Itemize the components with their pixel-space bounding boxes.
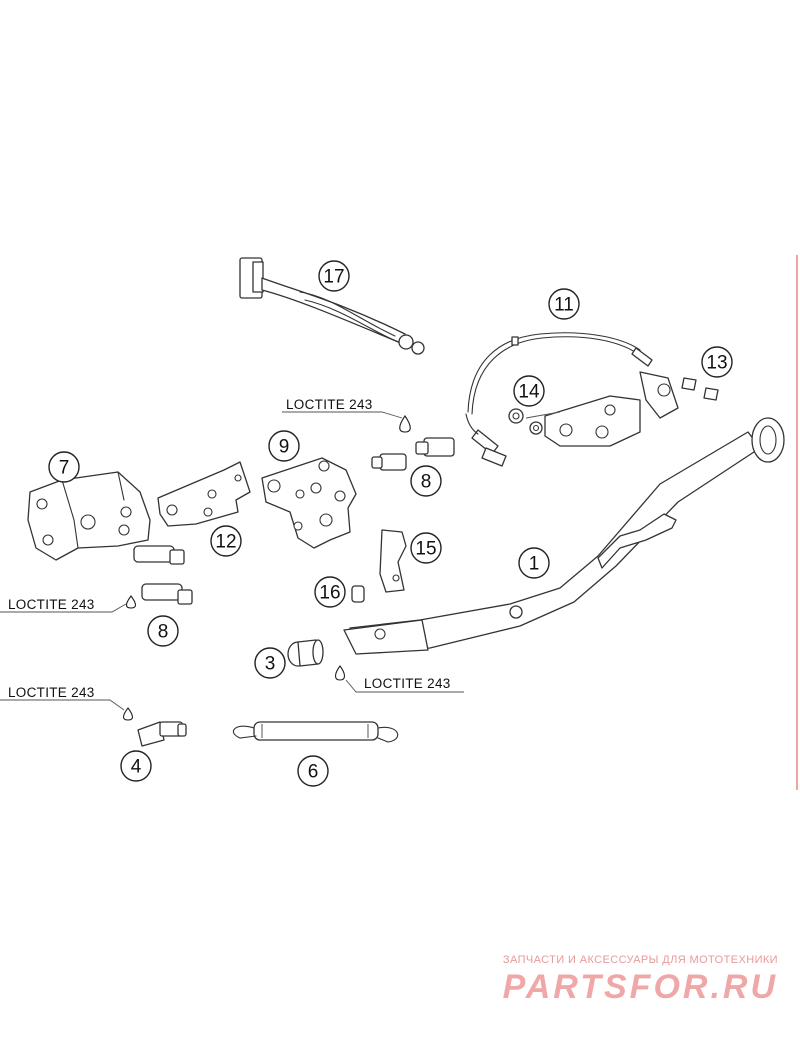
- leader-loctite-top: [282, 411, 403, 419]
- svg-text:8: 8: [158, 622, 169, 643]
- loctite-note-top: LOCTITE 243: [286, 397, 373, 412]
- watermark-tagline: ЗАПЧАСТИ И АКСЕССУАРЫ ДЛЯ МОТОТЕХНИКИ: [502, 954, 778, 966]
- leader-loctite-lower: [0, 699, 125, 711]
- callout-17: 17: [318, 260, 350, 292]
- svg-text:1: 1: [529, 554, 540, 575]
- callout-4: 4: [120, 750, 152, 782]
- svg-text:6: 6: [308, 762, 319, 783]
- loctite-drop-lower: [122, 707, 134, 721]
- svg-text:9: 9: [279, 437, 290, 458]
- part-4-bolt: [137, 721, 187, 747]
- callout-12: 12: [210, 525, 242, 557]
- callout-15: 15: [410, 532, 442, 564]
- part-8-bolts-lower: [133, 545, 193, 605]
- callout-13: 13: [701, 346, 733, 378]
- svg-text:14: 14: [518, 382, 540, 403]
- loctite-drop-top: [399, 415, 411, 433]
- loctite-note-mid: LOCTITE 243: [364, 676, 451, 691]
- part-9-plate: [261, 457, 357, 549]
- loctite-drop-mid: [334, 665, 346, 681]
- svg-text:16: 16: [319, 583, 340, 604]
- loctite-note-lower: LOCTITE 243: [8, 685, 95, 700]
- part-16-pin: [351, 585, 365, 603]
- part-13-switch-bracket: [544, 371, 719, 447]
- svg-text:3: 3: [265, 654, 276, 675]
- watermark-brand-logo: PARTSFOR.RU: [502, 968, 778, 1006]
- part-3-bushing: [287, 639, 324, 667]
- callout-16: 16: [314, 576, 346, 608]
- leader-loctite-left: [0, 603, 127, 613]
- part-15-clip: [379, 529, 407, 593]
- svg-text:12: 12: [215, 532, 236, 553]
- part-8-bolts-upper: [371, 437, 455, 471]
- svg-text:8: 8: [421, 472, 432, 493]
- svg-text:7: 7: [59, 458, 70, 479]
- svg-text:13: 13: [706, 353, 727, 374]
- part-6-spring: [232, 721, 399, 743]
- callout-11: 11: [548, 288, 580, 320]
- part-17-rod: [239, 257, 425, 355]
- loctite-drop-left: [125, 595, 137, 609]
- callout-6: 6: [297, 755, 329, 787]
- part-14-nuts: [508, 408, 561, 435]
- part-1-side-stand: [343, 417, 785, 655]
- callout-1: 1: [518, 547, 550, 579]
- svg-text:17: 17: [323, 267, 344, 288]
- watermark: ЗАПЧАСТИ И АКСЕССУАРЫ ДЛЯ МОТОТЕХНИКИ PA…: [503, 954, 778, 1007]
- svg-text:15: 15: [415, 539, 436, 560]
- svg-text:11: 11: [554, 295, 574, 316]
- part-12-small-bracket: [157, 461, 251, 527]
- callout-8-upper: 8: [410, 465, 442, 497]
- leader-loctite-mid: [345, 679, 464, 693]
- svg-text:4: 4: [131, 757, 142, 778]
- callout-9: 9: [268, 430, 300, 462]
- callout-14: 14: [513, 375, 545, 407]
- callout-8-lower: 8: [147, 615, 179, 647]
- callout-7: 7: [48, 451, 80, 483]
- callout-3: 3: [254, 647, 286, 679]
- part-7-bracket: [27, 471, 151, 561]
- part-11-cable: [465, 332, 653, 467]
- loctite-note-left: LOCTITE 243: [8, 597, 95, 612]
